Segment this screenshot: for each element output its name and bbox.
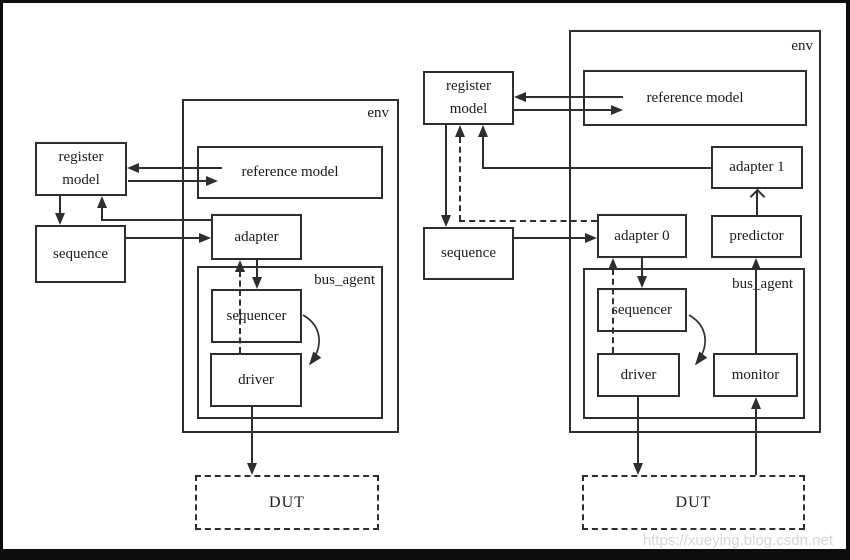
right-dut-label: DUT (675, 493, 712, 511)
right-arrowhead-into-regmodel-right (514, 92, 526, 102)
right-register-model-label-line1: register (446, 78, 491, 94)
right-connector-regmodel-to-refmodel (514, 109, 611, 111)
right-connector-monitor-to-predictor (755, 269, 757, 353)
left-connector-adapter-to-regmodel-horizontal (101, 219, 211, 221)
left-bus-agent-box: bus_agent (197, 266, 383, 419)
right-sequencer-box: sequencer (597, 288, 687, 332)
right-arrowhead-into-adapter0-bottom (608, 258, 618, 270)
left-adapter-label: adapter (234, 228, 279, 245)
right-reference-model-box: reference model (583, 70, 807, 126)
right-arrowhead-into-monitor-bottom (751, 397, 761, 409)
frame-border-right (846, 0, 850, 560)
left-reference-model-box: reference model (197, 146, 383, 199)
right-driver-label: driver (620, 366, 657, 383)
left-sequence-label: sequence (53, 245, 108, 262)
left-arrowhead-into-regmodel-right (127, 163, 139, 173)
right-monitor-label: monitor (731, 366, 780, 383)
right-dashed-connector-adapter0-to-regmodel-vertical (459, 137, 461, 221)
left-reference-model-label: reference model (241, 164, 339, 180)
right-dashed-connector-adapter0-to-regmodel-horizontal (459, 220, 597, 222)
left-connector-driver-to-dut (251, 407, 253, 463)
right-dashed-connector-driver-to-adapter0 (612, 269, 614, 353)
right-curved-arrow-sequencer-to-driver (688, 314, 708, 366)
left-dut-label: DUT (269, 493, 305, 511)
csdn-watermark: https://xueying.blog.csdn.net (642, 532, 833, 549)
right-predictor-box: predictor (711, 215, 802, 258)
left-arrowhead-into-refmodel (206, 176, 218, 186)
right-connector-sequence-to-adapter0 (514, 237, 585, 239)
left-driver-label: driver (238, 371, 274, 388)
right-arrowhead-into-predictor-bottom (751, 258, 761, 270)
left-adapter-box: adapter (211, 214, 302, 260)
left-arrowhead-into-adapter-bottom (235, 260, 245, 272)
left-bus-agent-label: bus_agent (314, 272, 375, 288)
left-driver-box: driver (210, 353, 302, 407)
right-adapter0-label: adapter 0 (614, 227, 670, 244)
left-sequencer-label: sequencer (226, 307, 287, 324)
right-arrowhead-into-adapter0-left (585, 233, 597, 243)
left-env-box: env (182, 99, 399, 433)
left-arrowhead-into-dut-top (247, 463, 257, 475)
left-register-model-label-line2: model (62, 172, 100, 188)
left-register-model-label-line1: register (58, 149, 104, 165)
right-connector-adapter1-to-regmodel-horizontal (482, 167, 711, 169)
left-arrowhead-into-adapter-left (199, 233, 211, 243)
right-connector-predictor-to-adapter1 (756, 191, 758, 215)
frame-border-bottom (0, 549, 850, 560)
left-connector-regmodel-to-sequence (59, 196, 61, 214)
right-bus-agent-label: bus_agent (732, 276, 793, 292)
right-connector-adapter0-to-sequencer (641, 258, 643, 277)
right-connector-dut-to-monitor (755, 408, 757, 475)
right-arrowhead-into-refmodel (611, 105, 623, 115)
right-arrowhead-into-sequence-top (441, 215, 451, 227)
right-dut-box: DUT (582, 475, 805, 530)
left-sequence-box: sequence (35, 225, 126, 283)
left-arrowhead-into-regmodel-bottom (97, 196, 107, 208)
right-adapter1-box: adapter 1 (711, 146, 803, 189)
left-env-label: env (367, 105, 389, 121)
left-connector-refmodel-to-regmodel (139, 167, 222, 169)
left-connector-adapter-to-sequencer (256, 260, 258, 278)
left-register-model-box: register model (35, 142, 127, 196)
right-predictor-label: predictor (729, 228, 784, 244)
left-connector-adapter-to-regmodel-vertical (101, 207, 103, 220)
right-sequence-label: sequence (441, 245, 496, 261)
right-arrowhead-into-sequencer-top (637, 276, 647, 288)
right-env-label: env (791, 38, 813, 54)
frame-border-top (0, 0, 850, 3)
left-arrowhead-into-sequencer-top (252, 277, 262, 289)
frame-border-left (0, 0, 3, 560)
right-connector-driver-to-dut (637, 397, 639, 463)
right-driver-box: driver (597, 353, 680, 397)
right-env-box: env (569, 30, 821, 433)
left-connector-sequence-to-adapter (126, 237, 199, 239)
left-dut-box: DUT (195, 475, 379, 530)
right-arrowhead-dashed-into-regmodel-bottom (455, 125, 465, 137)
right-connector-refmodel-to-regmodel (526, 96, 623, 98)
left-curved-arrow-sequencer-to-driver (302, 314, 322, 366)
right-register-model-label-line2: model (449, 101, 488, 117)
right-arrowhead-solid-into-regmodel-bottom (478, 125, 488, 137)
left-connector-regmodel-to-refmodel (128, 180, 207, 182)
right-bus-agent-box: bus_agent (583, 268, 805, 419)
left-dashed-connector-driver-to-adapter (239, 271, 241, 353)
right-sequencer-label: sequencer (612, 301, 672, 318)
right-monitor-box: monitor (713, 353, 798, 397)
right-adapter0-box: adapter 0 (597, 214, 687, 258)
right-connector-regmodel-to-sequence (445, 125, 447, 215)
left-sequencer-box: sequencer (211, 289, 302, 343)
right-adapter1-label: adapter 1 (729, 159, 785, 175)
left-arrowhead-into-sequence-top (55, 213, 65, 225)
right-reference-model-label: reference model (646, 89, 744, 106)
right-arrowhead-into-dut-top (633, 463, 643, 475)
right-register-model-box: register model (423, 71, 514, 125)
right-sequence-box: sequence (423, 227, 514, 280)
right-connector-adapter1-to-regmodel-vertical (482, 137, 484, 168)
